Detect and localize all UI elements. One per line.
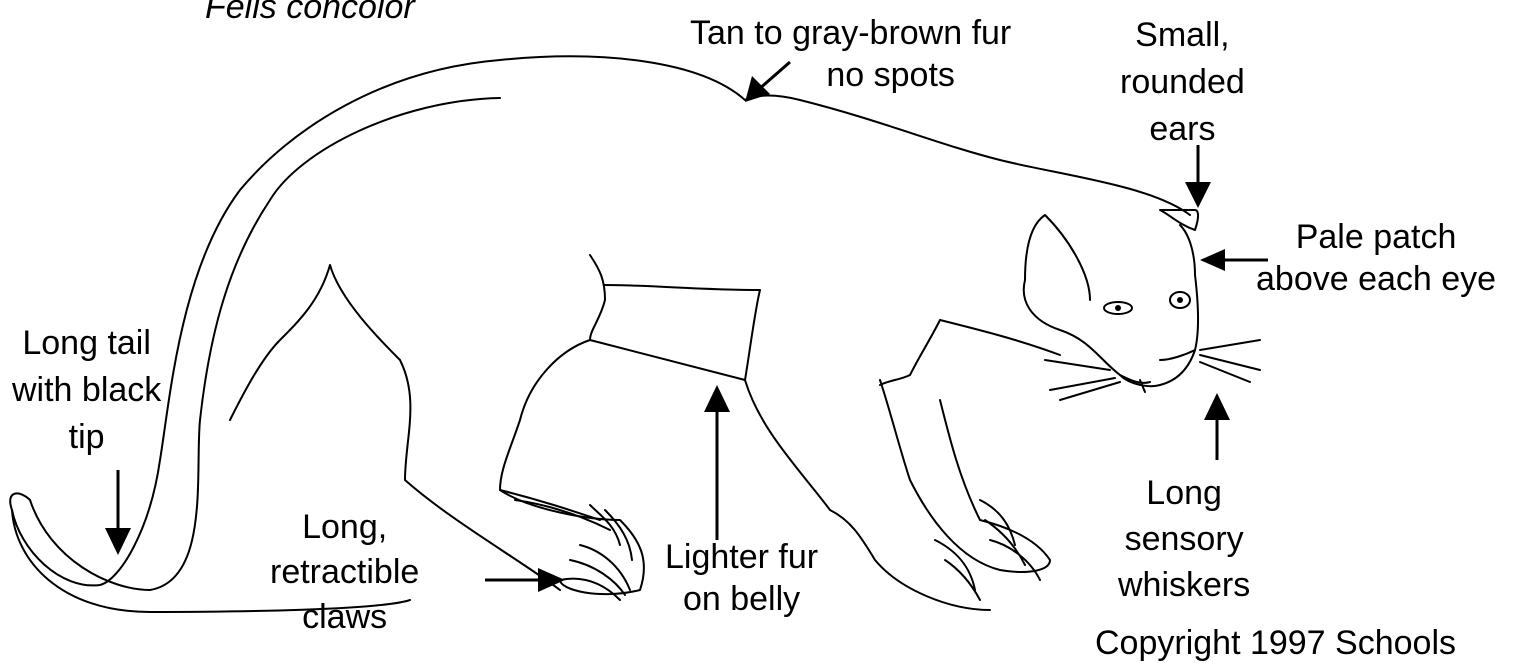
label-claws: Long, retractible claws xyxy=(270,505,419,640)
arrow-claws xyxy=(485,568,565,592)
front-leg-right-outline xyxy=(880,380,1050,572)
head-outline xyxy=(1024,210,1198,386)
label-eye-patch: Pale patch above each eye xyxy=(1256,216,1496,300)
label-ears: Small, rounded ears xyxy=(1120,12,1245,153)
arrow-ears xyxy=(1185,145,1211,208)
belly-outline xyxy=(590,255,760,380)
left-pupil xyxy=(1115,305,1121,311)
whiskers xyxy=(1045,340,1260,400)
diagram-canvas: Felis concolor Tan to gray-brown fur no … xyxy=(0,0,1539,641)
species-name: Felis concolor xyxy=(205,0,415,28)
label-whiskers: Long sensory whiskers xyxy=(1118,470,1250,608)
label-belly: Lighter fur on belly xyxy=(665,536,818,620)
body-outline xyxy=(10,56,1190,590)
copyright-text: Copyright 1997 Schools xyxy=(1095,622,1456,664)
right-pupil xyxy=(1177,297,1183,303)
arrow-tail xyxy=(105,470,131,555)
arrow-belly xyxy=(704,385,730,540)
front-leg-left-outline xyxy=(500,340,644,594)
arrow-whiskers xyxy=(1204,393,1230,460)
shoulder-outline xyxy=(880,320,1060,385)
label-tail: Long tail with black tip xyxy=(12,320,161,461)
label-fur: Tan to gray-brown fur no spots xyxy=(690,12,1011,96)
